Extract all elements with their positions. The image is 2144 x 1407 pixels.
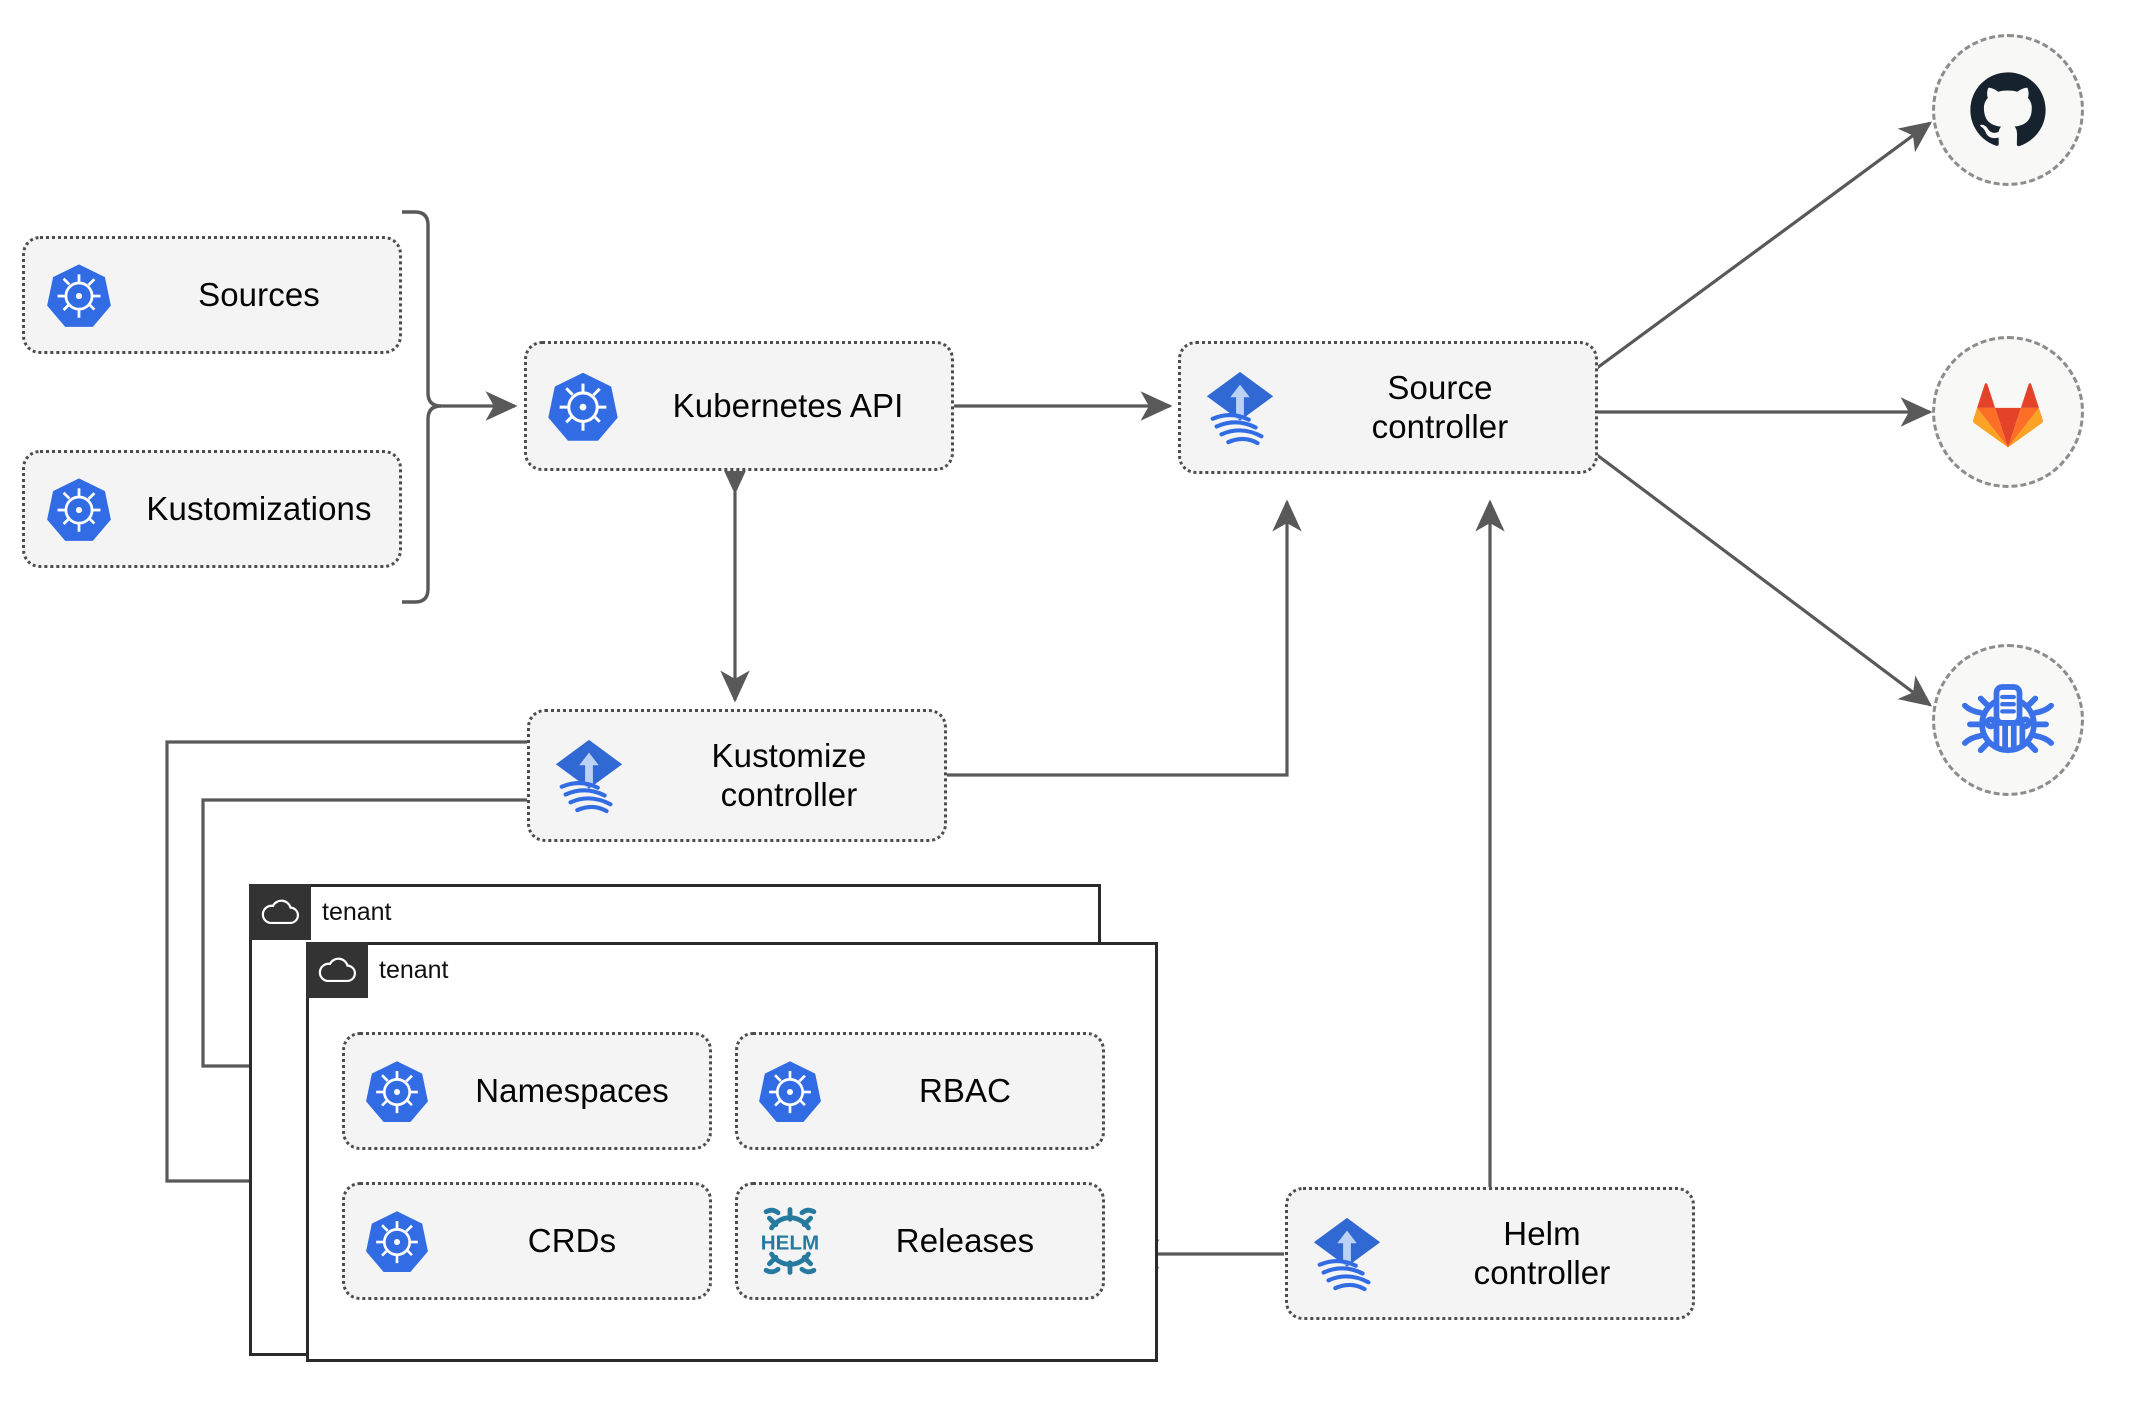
- node-kustomizations-label: Kustomizations: [146, 489, 372, 527]
- node-kustomize-controller-label: Kustomize controller: [711, 736, 867, 813]
- tenant-inner-label: tenant: [379, 955, 449, 984]
- tenant-outer-label: tenant: [322, 897, 392, 926]
- kubernetes-icon: [527, 369, 639, 443]
- node-namespaces-label: Namespaces: [475, 1071, 669, 1109]
- node-sources[interactable]: Sources: [22, 236, 402, 354]
- kubernetes-icon: [738, 1058, 842, 1124]
- kubernetes-icon: [25, 475, 133, 543]
- node-kustomize-controller[interactable]: Kustomize controller: [527, 709, 947, 842]
- node-kubernetes-api[interactable]: Kubernetes API: [524, 341, 954, 471]
- node-helm-controller[interactable]: Helm controller: [1285, 1187, 1695, 1320]
- svg-text:HELM: HELM: [761, 1232, 819, 1255]
- helm-repository-icon: [1962, 684, 2054, 754]
- node-rbac-label: RBAC: [918, 1071, 1012, 1109]
- provider-helm-repository[interactable]: [1932, 644, 2084, 796]
- node-kustomizations[interactable]: Kustomizations: [22, 450, 402, 568]
- cloud-icon: [306, 942, 368, 998]
- node-crds[interactable]: CRDs: [342, 1182, 712, 1300]
- flux-icon: [530, 736, 648, 816]
- node-sources-label: Sources: [198, 275, 320, 313]
- flux-icon: [1181, 368, 1299, 448]
- node-namespaces[interactable]: Namespaces: [342, 1032, 712, 1150]
- flux-icon: [1288, 1214, 1406, 1294]
- wire-source-to-registry: [1596, 453, 1933, 707]
- node-releases[interactable]: HELM Releases: [735, 1182, 1105, 1300]
- node-kubernetes-api-label: Kubernetes API: [672, 386, 904, 424]
- cloud-icon: [249, 884, 311, 940]
- github-icon: [1970, 72, 2046, 147]
- helm-icon: HELM: [738, 1206, 842, 1276]
- node-rbac[interactable]: RBAC: [735, 1032, 1105, 1150]
- node-source-controller[interactable]: Source controller: [1178, 341, 1598, 474]
- provider-gitlab[interactable]: [1932, 336, 2084, 488]
- gitlab-icon: [1973, 383, 2043, 448]
- node-source-controller-label: Source controller: [1371, 368, 1509, 445]
- node-releases-label: Releases: [895, 1221, 1035, 1259]
- wire-source-to-github: [1596, 121, 1933, 370]
- node-helm-controller-label: Helm controller: [1473, 1214, 1611, 1291]
- kubernetes-icon: [345, 1208, 449, 1274]
- kubernetes-icon: [345, 1058, 449, 1124]
- kubernetes-icon: [25, 261, 133, 329]
- provider-github[interactable]: [1932, 34, 2084, 186]
- node-crds-label: CRDs: [527, 1221, 617, 1259]
- resources-brace: [402, 210, 442, 604]
- wire-kustomize-to-source: [947, 499, 1302, 777]
